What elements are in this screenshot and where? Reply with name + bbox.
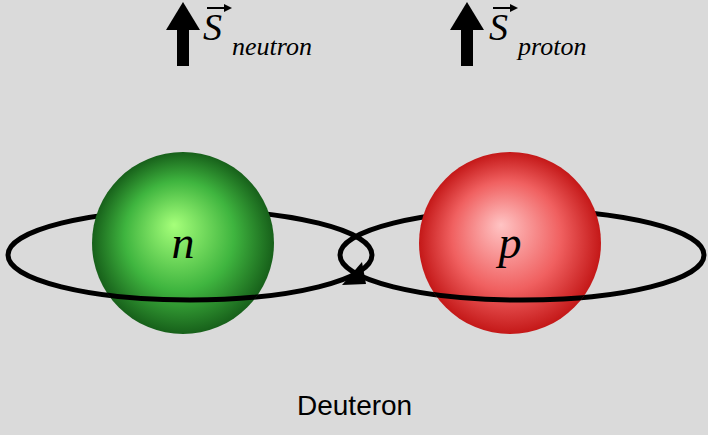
spin-subscript: proton [518, 34, 586, 60]
particle-symbol: n [172, 220, 195, 266]
particle-symbol: p [499, 220, 522, 266]
caption: Deuteron [297, 389, 412, 423]
orbit-front [340, 255, 704, 300]
sphere-fill [92, 152, 274, 334]
spin-arrow [461, 26, 473, 66]
spin-arrow [450, 2, 484, 30]
orbit-arrowhead [342, 262, 366, 285]
sphere-fill [419, 152, 601, 334]
spin-symbol: S [203, 8, 222, 46]
spin-subscript: neutron [232, 34, 312, 60]
spin-arrow [166, 2, 200, 30]
proton-sphere: p [419, 152, 601, 334]
vector-arrow [510, 4, 518, 12]
neutron-sphere: n [92, 152, 274, 334]
vector-arrow [224, 4, 232, 12]
spin-arrow [177, 26, 189, 66]
spin-symbol: S [489, 8, 508, 46]
